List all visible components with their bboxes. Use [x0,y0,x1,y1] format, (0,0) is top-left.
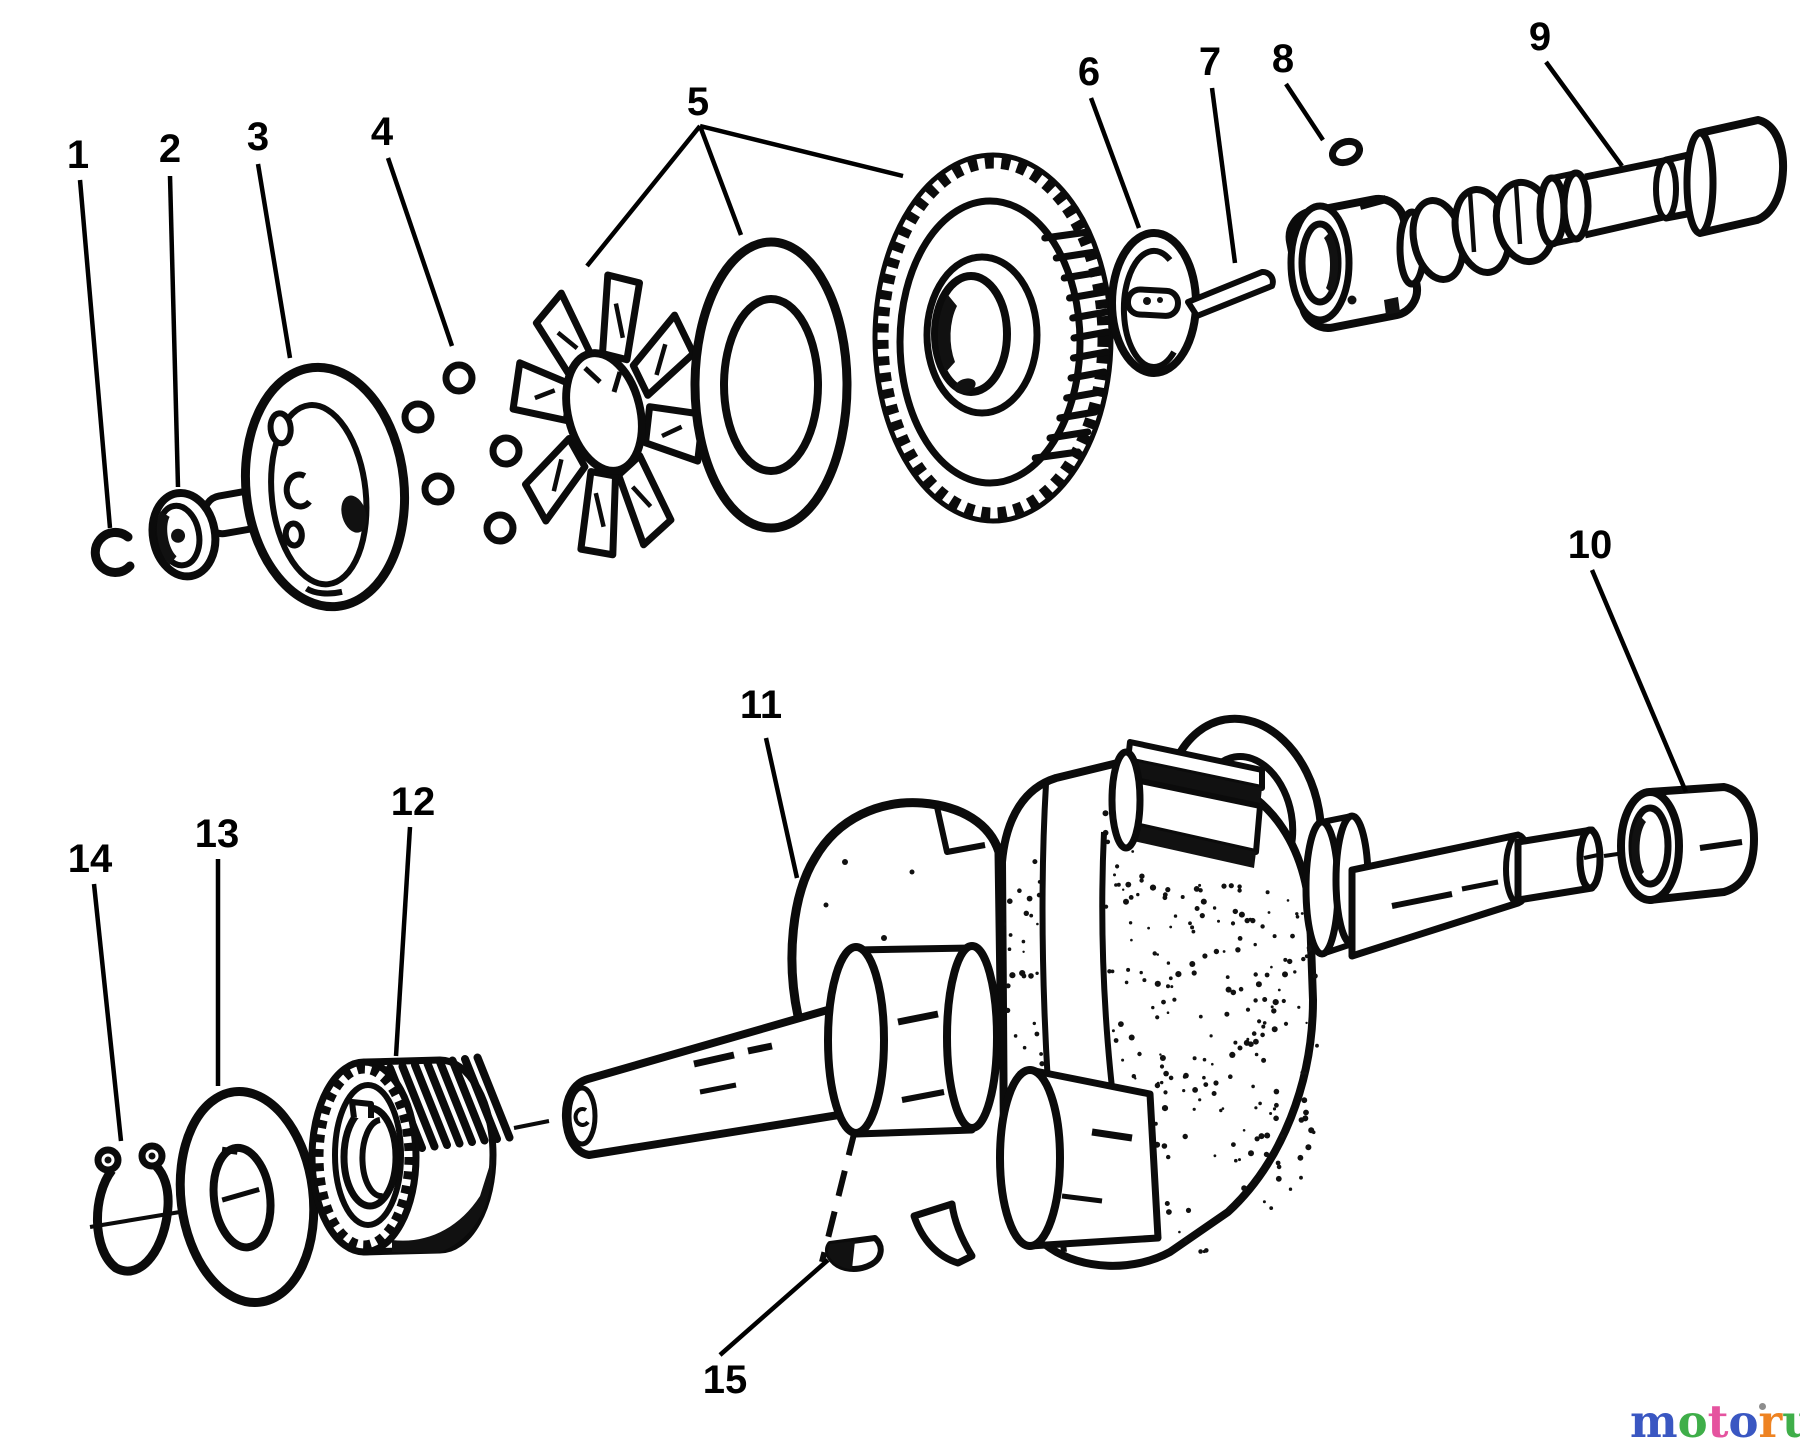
part-spacer-ring [690,237,852,533]
callout-label-3: 3 [247,115,269,159]
watermark-dot [1759,1403,1766,1410]
callout-leader-11 [763,737,800,879]
watermark-logo: motoruf.de [1630,1399,1800,1444]
callout-leader-7 [1209,87,1238,264]
part-bushing [1617,783,1758,904]
watermark-letter: o [1677,1395,1708,1448]
callout-label-10: 10 [1568,523,1613,567]
watermark-letter: m [1630,1395,1678,1448]
callout-leader-5 [585,123,904,268]
callout-label-9: 9 [1529,15,1551,59]
part-thrust-disc [1108,229,1200,377]
callout-leader-12 [393,826,413,1057]
callout-leader-9 [1544,60,1624,168]
callout-label-15: 15 [703,1358,748,1402]
part-camshaft [1285,116,1788,332]
part-crankshaft [513,714,1639,1270]
part-dowel-pin [1328,137,1364,167]
part-snap-ring [93,1142,173,1276]
callout-label-11: 11 [740,683,782,727]
watermark-letter: o [1728,1395,1759,1448]
part-hex-bolt [148,487,273,581]
callout-label-2: 2 [159,127,181,171]
callout-label-4: 4 [371,110,394,154]
callout-labels: 1 2 3 4 5 6 7 8 9 10 11 12 13 14 15 [67,15,1612,1402]
part-c-clip [90,527,135,577]
callout-label-7: 7 [1199,40,1221,84]
callout-label-1: 1 [67,133,89,177]
callout-leader-8 [1284,82,1325,142]
part-governor-rod [1185,269,1276,319]
watermark-letter: r [1758,1395,1783,1448]
bottom-assembly [89,714,1758,1308]
part-woodruff-key [819,1129,884,1272]
callout-leader-3 [255,163,293,359]
callout-label-6: 6 [1078,50,1100,94]
part-timing-gear [308,1053,514,1256]
callout-leader-2 [167,175,181,488]
callout-leader-14 [91,883,124,1142]
callout-leader-15 [718,1258,830,1357]
part-cooling-fan [509,271,707,559]
callout-leader-4 [385,157,455,347]
callout-label-5: 5 [687,80,709,124]
callout-label-12: 12 [391,780,436,824]
part-thrust-washer [175,1086,319,1308]
callout-label-13: 13 [195,812,240,856]
part-governor-plate [240,362,410,612]
watermark-letter: t [1707,1395,1729,1448]
callout-label-14: 14 [68,837,113,881]
part-governor-balls [401,361,523,545]
callout-leader-10 [1589,569,1689,793]
top-assembly [90,116,1788,612]
watermark-letter: u [1782,1395,1800,1448]
callout-leader-1 [77,179,113,529]
callout-label-8: 8 [1272,37,1294,81]
callout-leaders [77,60,1689,1357]
part-cam-gear [872,152,1114,524]
callout-leader-6 [1088,97,1142,229]
